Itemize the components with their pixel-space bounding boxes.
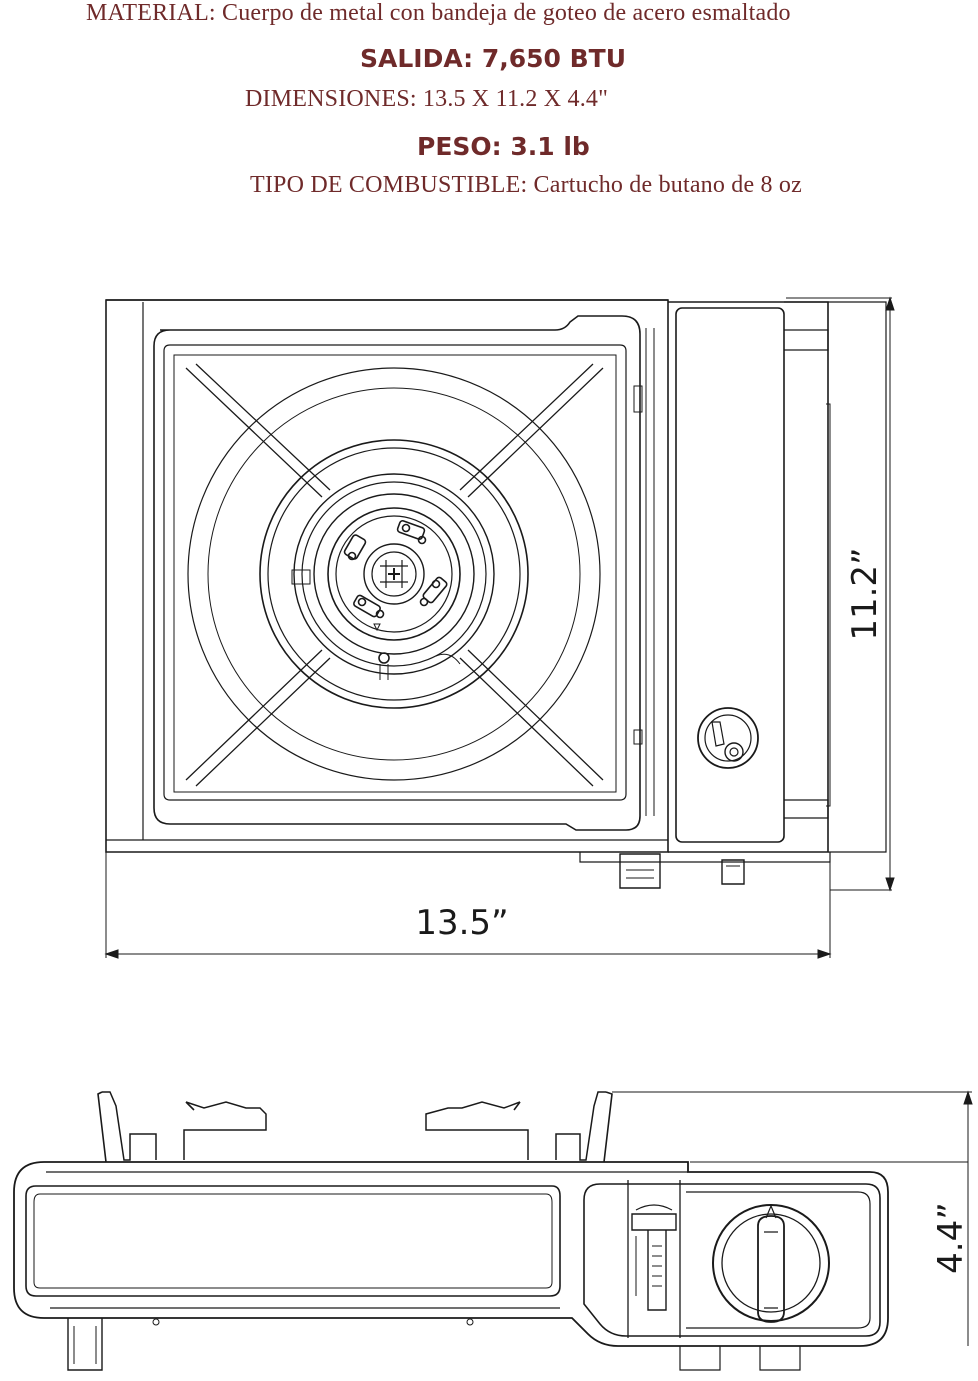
stove-top-view: [105, 299, 669, 853]
dimension-lines-side: [612, 1090, 973, 1346]
spec-fuel: TIPO DE COMBUSTIBLE: Cartucho de butano …: [250, 172, 802, 198]
depth-dimension-label: 11.2”: [845, 547, 885, 640]
control-knob-icon: [712, 1204, 830, 1323]
control-panel-top: [579, 301, 887, 889]
spec-weight: PESO: 3.1 lb: [417, 132, 590, 161]
ignition-knob-icon: [697, 707, 759, 769]
width-dimension-label: 13.5”: [415, 903, 508, 943]
dimension-lines-top: [104, 296, 895, 959]
burner-icon: [291, 507, 461, 680]
height-dimension-label: 4.4”: [931, 1202, 971, 1274]
spec-material: MATERIAL: Cuerpo de metal con bandeja de…: [86, 0, 791, 26]
stove-side-view: [13, 1091, 968, 1371]
gas-connector-icon: [631, 1204, 677, 1311]
spec-output: SALIDA: 7,650 BTU: [360, 44, 627, 73]
spec-dimensions: DIMENSIONES: 13.5 X 11.2 X 4.4": [245, 86, 609, 112]
